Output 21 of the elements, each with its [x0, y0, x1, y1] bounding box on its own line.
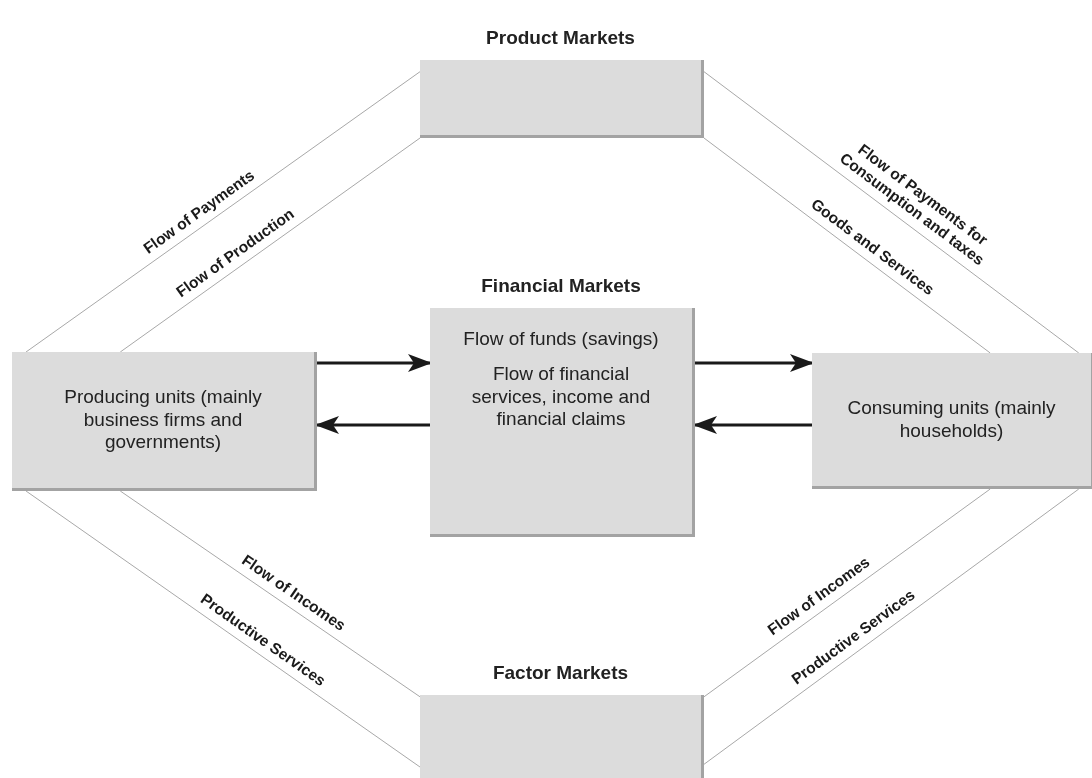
box-text: Consuming units (mainly households)	[846, 396, 1057, 443]
arrow	[693, 416, 812, 434]
arrow	[315, 416, 430, 434]
box-text: Flow of funds (savings)	[463, 328, 659, 351]
arrow	[695, 354, 814, 372]
flow-line	[703, 137, 991, 354]
market-box	[12, 352, 317, 491]
box-heading: Factor Markets	[491, 662, 630, 685]
flow-line	[703, 488, 991, 698]
box-text: Flow of financial services, income and financial claims	[470, 362, 652, 432]
market-box	[812, 353, 1092, 489]
box-heading: Product Markets	[485, 27, 636, 50]
flow-line	[25, 490, 421, 768]
box-text: Producing units (mainly business firms and governments)	[63, 385, 263, 455]
flow-line	[119, 137, 421, 353]
arrow	[317, 354, 432, 372]
flow-line	[119, 490, 421, 698]
flow-line	[703, 488, 1080, 765]
box-heading: Financial Markets	[480, 275, 642, 298]
flow-line	[703, 71, 1080, 354]
flow-line	[25, 71, 421, 353]
